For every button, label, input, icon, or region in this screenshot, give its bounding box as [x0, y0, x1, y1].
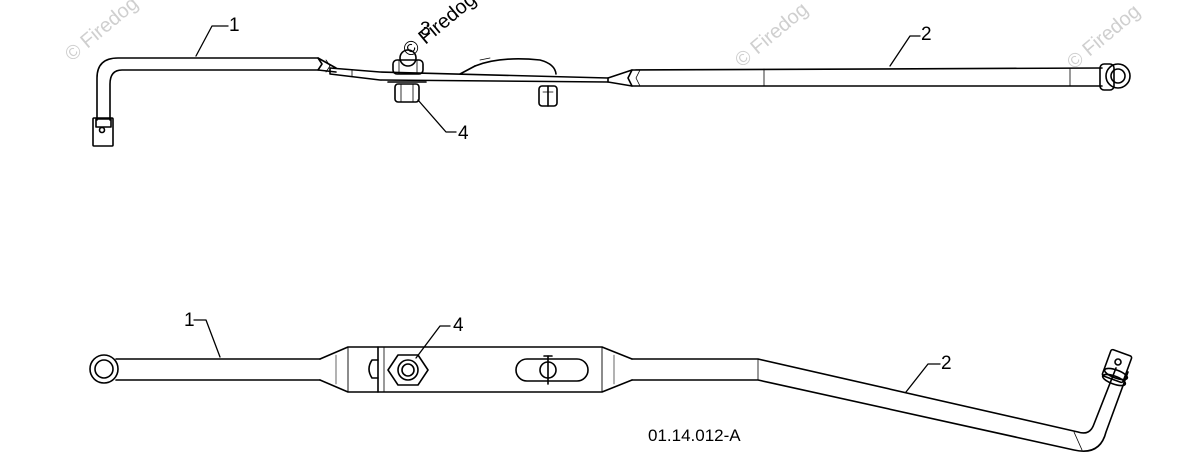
callout-top-2: 2	[921, 24, 932, 45]
figure-reference-code: 01.14.012-A	[648, 426, 741, 445]
top-rod-1-end-tab	[92, 117, 114, 147]
top-clip	[538, 85, 558, 107]
bottom-rod-1	[89, 354, 321, 384]
bottom-leader-lines	[193, 319, 941, 393]
callout-bottom-4: 4	[453, 315, 464, 336]
bottom-center-sleeve	[319, 346, 633, 393]
bottom-slot	[515, 355, 589, 385]
callout-top-3: 3	[420, 19, 431, 40]
bottom-rod-2-end-tab	[1101, 348, 1133, 387]
top-rod-2-eye-end	[1099, 63, 1131, 91]
top-rod-2	[607, 67, 1103, 87]
bottom-rod-2	[631, 358, 1129, 452]
callout-bottom-2: 2	[941, 353, 952, 374]
callout-top-1: 1	[229, 15, 240, 36]
top-leader-lines	[195, 25, 921, 133]
top-rod-1	[96, 57, 337, 121]
top-bolt-assembly	[387, 49, 427, 103]
top-center-plate	[329, 57, 609, 83]
bottom-bolt-nut	[387, 354, 429, 386]
callout-top-4: 4	[458, 123, 469, 144]
callout-bottom-1: 1	[184, 310, 195, 331]
